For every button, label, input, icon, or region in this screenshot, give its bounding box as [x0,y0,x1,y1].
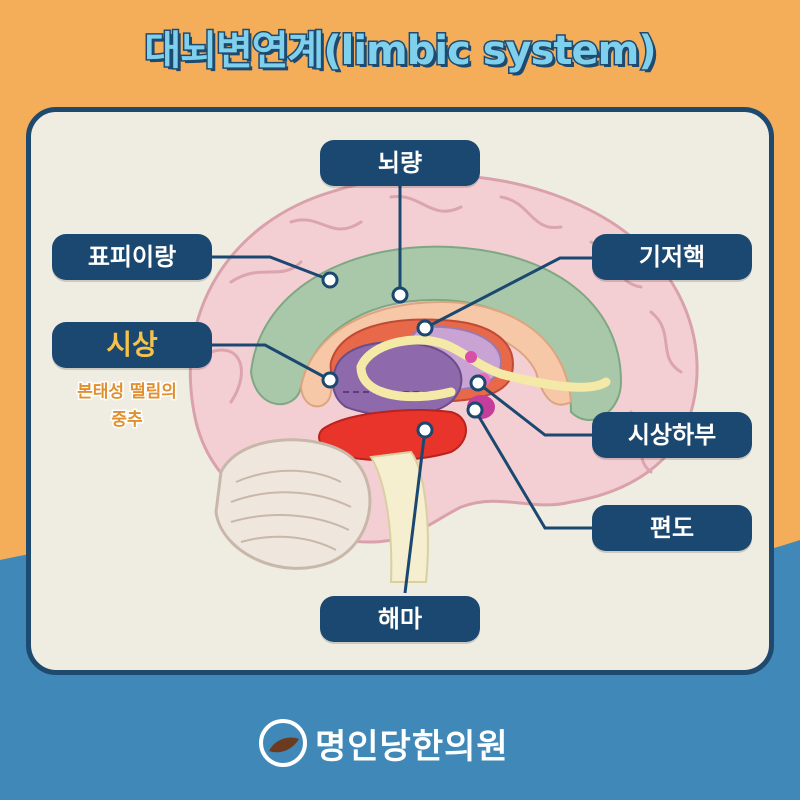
label-basal-ganglia: 기저핵 [592,234,752,280]
label-hippocampus: 해마 [320,596,480,642]
leaf-logo-icon [259,719,307,767]
cerebellum [214,438,372,570]
hypothalamus-marker [465,351,477,363]
diagram-panel [26,107,774,675]
label-thalamus: 시상 [52,322,212,368]
amygdala [467,395,495,419]
label-hypothalamus: 시상하부 [592,412,752,458]
label-cingulate-gyrus: 표피이랑 [52,234,212,280]
label-amygdala: 편도 [592,505,752,551]
brand-name: 명인당한의원 [315,726,509,767]
page-title: 대뇌변연계(limbic system) [143,27,658,76]
thalamus-note: 본태성 떨림의 중추 [52,378,202,434]
thalamus [332,341,463,417]
thalamus-note-line1: 본태성 떨림의 [76,381,179,404]
label-corpus-callosum: 뇌량 [320,140,480,186]
thalamus-note-line2: 중추 [110,409,144,432]
brand-logo: 명인당한의원 [255,715,509,771]
